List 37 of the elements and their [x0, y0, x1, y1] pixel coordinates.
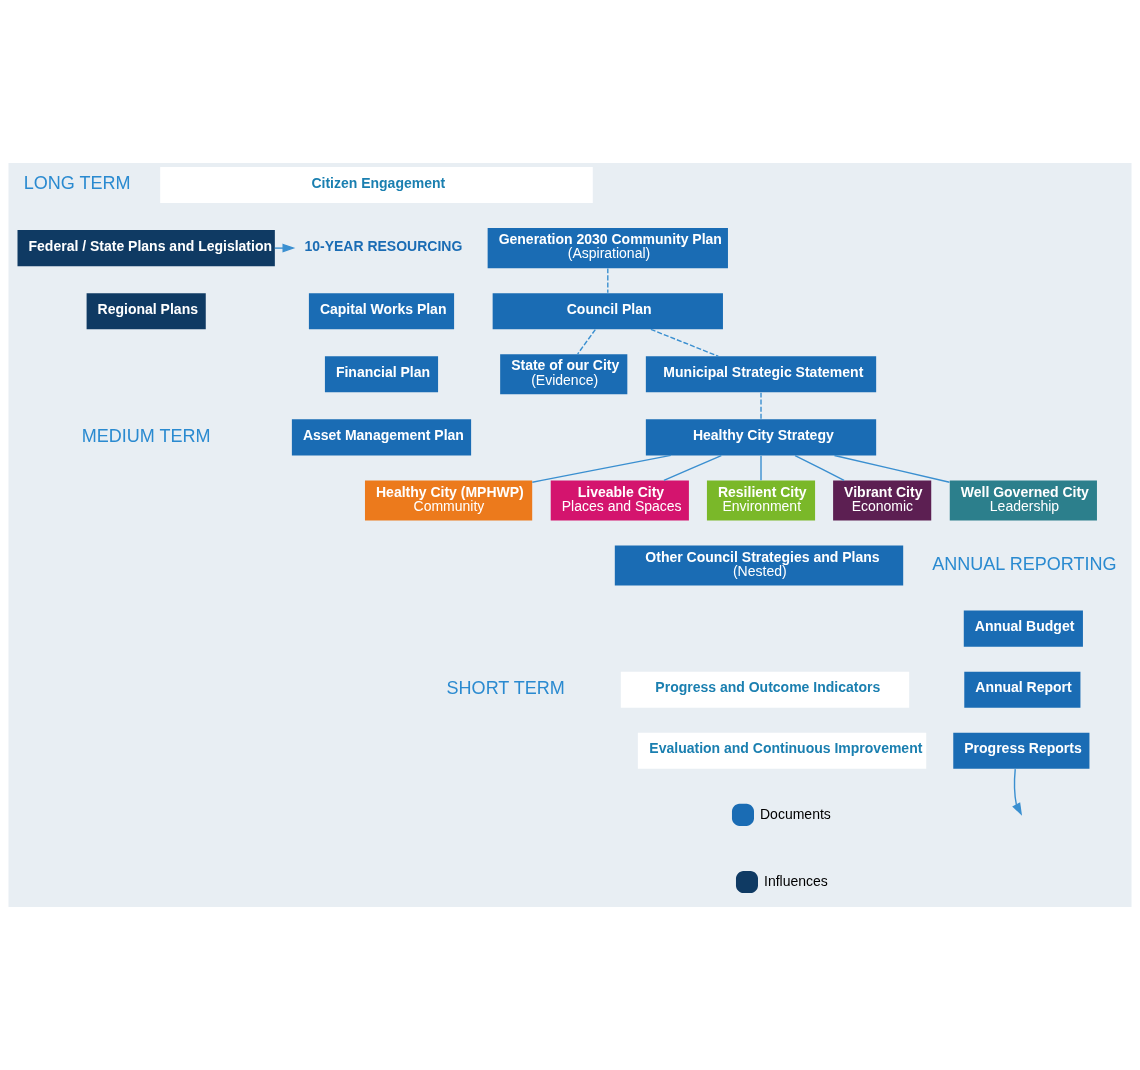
arrow: [274, 243, 296, 253]
node-box: Vibrant City Economic: [833, 480, 932, 521]
connector: [760, 391, 762, 420]
connector: [531, 454, 672, 483]
node-box: Federal / State Plans and Legislation: [17, 230, 275, 267]
legend-label: Documents: [760, 805, 831, 822]
node-box: Healthy City (MPHWP) Community: [364, 480, 533, 521]
connector: [833, 454, 951, 483]
node-box: Annual Report: [964, 671, 1081, 708]
connector: [607, 267, 609, 294]
node-box: State of our City (Evidence): [500, 354, 628, 395]
node-box: Regional Plans: [86, 293, 206, 330]
node-box: Annual Budget: [963, 610, 1083, 647]
node-box: Financial Plan: [324, 356, 439, 393]
connector: [650, 328, 719, 357]
arrow: [1012, 768, 1023, 816]
node-box: Well Governed City Leadership: [949, 480, 1097, 521]
label: SHORT TERM: [446, 678, 565, 699]
connector: [576, 328, 596, 355]
label: MEDIUM TERM: [81, 425, 211, 446]
node-box: Other Council Strategies and Plans (Nested): [614, 545, 904, 586]
node-box: Municipal Strategic Statement: [645, 356, 877, 393]
node-box: Asset Management Plan: [291, 419, 472, 456]
legend-label: Influences: [764, 872, 828, 889]
node-text: 10-YEAR RESOURCING: [304, 237, 463, 254]
connector: [760, 455, 762, 481]
node-box: Liveable City Places and Spaces: [550, 480, 689, 521]
connector: [794, 454, 845, 481]
node-box: Progress Reports: [953, 732, 1090, 769]
connector: [663, 454, 722, 482]
node-box: Healthy City Strategy: [645, 419, 877, 456]
node-box: Council Plan: [492, 293, 723, 330]
node-box: Generation 2030 Community Plan (Aspirational): [487, 228, 728, 269]
node-box: Capital Works Plan: [308, 293, 455, 330]
label: ANNUAL REPORTING: [932, 553, 1117, 574]
label: LONG TERM: [23, 173, 131, 194]
node-box: Resilient City Environment: [706, 480, 816, 521]
